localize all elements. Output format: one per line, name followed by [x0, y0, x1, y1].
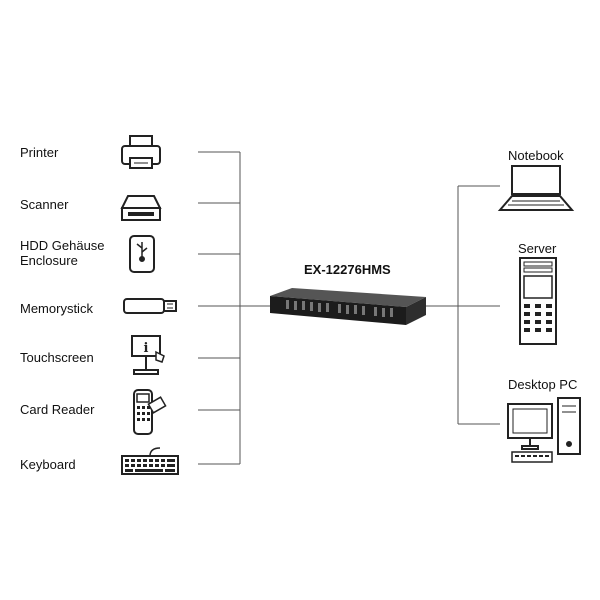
label-server: Server — [518, 241, 557, 256]
printer-icon — [121, 135, 161, 169]
usb-hub-device — [270, 288, 426, 325]
label-memorystick: Memorystick — [20, 301, 93, 316]
label-desktop-pc: Desktop PC — [508, 377, 578, 392]
label-printer: Printer — [20, 145, 59, 160]
touchscreen-kiosk-icon: i — [131, 335, 165, 375]
hdd-enclosure-icon — [129, 235, 155, 273]
notebook-icon — [497, 165, 575, 211]
scanner-icon — [120, 195, 162, 221]
label-scanner: Scanner — [20, 197, 69, 212]
card-reader-icon — [133, 389, 167, 435]
svg-text:i: i — [144, 341, 149, 356]
label-keyboard: Keyboard — [20, 457, 76, 472]
label-touchscreen: Touchscreen — [20, 350, 94, 365]
label-notebook: Notebook — [508, 148, 564, 163]
device-title: EX-12276HMS — [304, 262, 391, 277]
label-hdd-enclosure: HDD Gehäuse Enclosure — [20, 238, 105, 268]
desktop-pc-icon — [507, 397, 581, 463]
server-icon — [519, 257, 557, 345]
label-card-reader: Card Reader — [20, 402, 95, 417]
connection-lines — [198, 151, 500, 465]
usb-stick-icon — [123, 298, 177, 314]
keyboard-icon — [121, 447, 179, 475]
